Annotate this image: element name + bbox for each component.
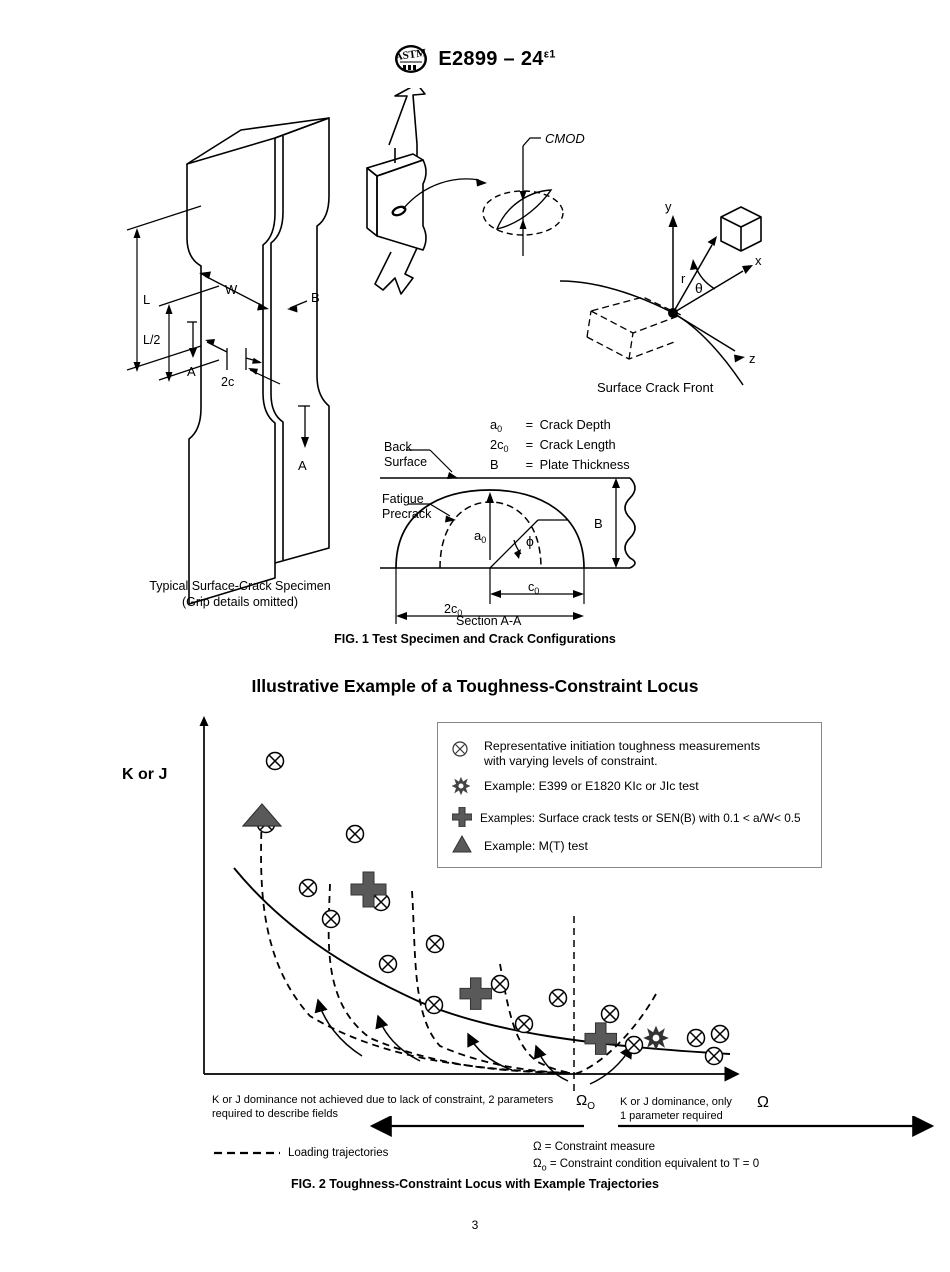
cmod-label: CMOD — [545, 131, 585, 146]
figure-1-caption: FIG. 1 Test Specimen and Crack Configura… — [334, 632, 616, 646]
c0-label: c0 — [528, 580, 539, 596]
right-annotation-line1: K or J dominance, only — [620, 1096, 732, 1108]
left-annotation: K or J dominance not achieved due to lac… — [212, 1093, 562, 1122]
x-axis-label: Ω — [757, 1094, 769, 1111]
omega-zero-def-text: = Constraint condition equivalent to T =… — [546, 1157, 760, 1170]
omega-zero-definition: Ωo = Constraint condition equivalent to … — [533, 1157, 760, 1172]
astm-logo: ASTM — [394, 44, 428, 74]
toughness-constraint-plot — [199, 716, 740, 1094]
legend-text-line1: Representative initiation toughness meas… — [484, 739, 761, 753]
page-number: 3 — [471, 1218, 479, 1232]
specimen-caption-line2: (Grip details omitted) — [181, 595, 298, 610]
legend-row-representative: Representative initiation toughness meas… — [484, 739, 760, 770]
omega-definition: Ω = Constraint measure — [533, 1141, 656, 1153]
section-arrow-label-A-top: A — [187, 364, 196, 379]
surface-crack-front-caption: Surface Crack Front — [597, 380, 714, 395]
axis-label-z: z — [749, 351, 756, 366]
plate-thickness-label: B — [594, 516, 603, 531]
y-axis-label: K or J — [122, 766, 168, 783]
plus-cross-icon — [452, 807, 472, 827]
section-aa-title: Section A-A — [456, 614, 522, 628]
standard-designation: E2899 – 24ε1 — [438, 48, 555, 71]
section-aa-drawing: a0 ϕ B — [380, 449, 636, 624]
dimension-label-W: W — [225, 282, 238, 297]
document-header: ASTM E2899 – 24ε1 — [0, 44, 950, 74]
omega-zero-def-subscript: o — [541, 1161, 547, 1172]
specimen-drawing: L L/2 A W 2c — [126, 117, 330, 605]
data-marker-burst-star — [643, 1025, 669, 1051]
dimension-label-B: B — [311, 290, 320, 305]
key-row-crack-depth: a0 =Crack Depth — [490, 417, 611, 434]
figure-1: L L/2 A W 2c — [0, 88, 950, 633]
legend-row-e399: Example: E399 or E1820 KIc or JIc test — [484, 779, 699, 794]
data-markers-circle-cross — [256, 751, 730, 1066]
section-aa-key: a0 =Crack Depth 2c0 =Crack Length B =Pla… — [490, 416, 630, 475]
dimension-label-L-half: L/2 — [143, 333, 160, 347]
crack-front-coordinate-diagram: y x z r θ — [559, 199, 762, 386]
legend-row-mt-test: Example: M(T) test — [484, 839, 588, 854]
specimen-caption: Typical Surface-Crack Specimen (Grip det… — [110, 578, 370, 611]
legend-text-e399: Example: E399 or E1820 KIc or JIc test — [484, 779, 699, 793]
key-row-plate-thickness: B =Plate Thickness — [490, 457, 630, 473]
svg-text:ASTM: ASTM — [394, 47, 428, 63]
key-row-crack-length: 2c0 =Crack Length — [490, 437, 616, 455]
circle-cross-icon — [452, 741, 468, 757]
axis-label-x: x — [755, 253, 762, 268]
legend-text-mt: Example: M(T) test — [484, 839, 588, 853]
omega-zero-axis-label: ΩO — [576, 1092, 595, 1112]
legend-row-surface-crack: Examples: Surface crack tests or SEN(B) … — [480, 811, 801, 826]
section-arrow-label-A-bottom: A — [298, 458, 307, 473]
fatigue-line2: Precrack — [382, 507, 432, 521]
right-annotation-line2: 1 parameter required — [620, 1110, 723, 1123]
back-surface-line2: Surface — [384, 455, 428, 469]
back-surface-line1: Back — [384, 440, 412, 454]
revision-superscript: ε1 — [543, 47, 556, 60]
omega-definitions: Ω = Constraint measure Ωo = Constraint c… — [533, 1139, 759, 1174]
data-marker-triangle — [241, 803, 283, 827]
left-annotation-line1: K or J dominance not achieved due to lac… — [212, 1094, 554, 1106]
angle-label-theta: θ — [695, 280, 703, 296]
radius-label-r: r — [681, 271, 686, 286]
loading-trajectory-swatch — [214, 1151, 280, 1155]
axis-label-y: y — [665, 199, 672, 214]
figure-2-title: Illustrative Example of a Toughness-Cons… — [251, 676, 699, 696]
loading-trajectories-label: Loading trajectories — [288, 1147, 389, 1159]
left-annotation-line2: required to describe fields — [212, 1108, 338, 1121]
specimen-caption-line1: Typical Surface-Crack Specimen — [149, 579, 331, 593]
legend-text-line2: with varying levels of constraint. — [484, 754, 658, 769]
data-markers-plus-cross — [350, 871, 618, 1055]
right-annotation: K or J dominance, only 1 parameter requi… — [620, 1095, 790, 1124]
fatigue-line1: Fatigue — [382, 492, 424, 506]
annotation-arrows — [369, 1116, 935, 1137]
burst-star-icon — [452, 777, 470, 795]
figure-2: Representative initiation toughness meas… — [0, 716, 950, 1186]
cmod-diagram: CMOD — [366, 88, 585, 295]
angle-label-phi: ϕ — [526, 533, 534, 549]
omega-zero-subscript: O — [587, 1101, 595, 1112]
crack-depth-label: a0 — [474, 528, 486, 545]
designation-text: E2899 – 24 — [438, 47, 544, 70]
legend-text-surface-crack: Examples: Surface crack tests or SEN(B) … — [480, 811, 801, 825]
triangle-icon — [452, 835, 472, 853]
plot-legend: Representative initiation toughness meas… — [437, 722, 822, 868]
dimension-label-2c: 2c — [221, 375, 234, 389]
dimension-label-L: L — [143, 292, 150, 307]
figure-2-caption: FIG. 2 Toughness-Constraint Locus with E… — [291, 1177, 659, 1191]
